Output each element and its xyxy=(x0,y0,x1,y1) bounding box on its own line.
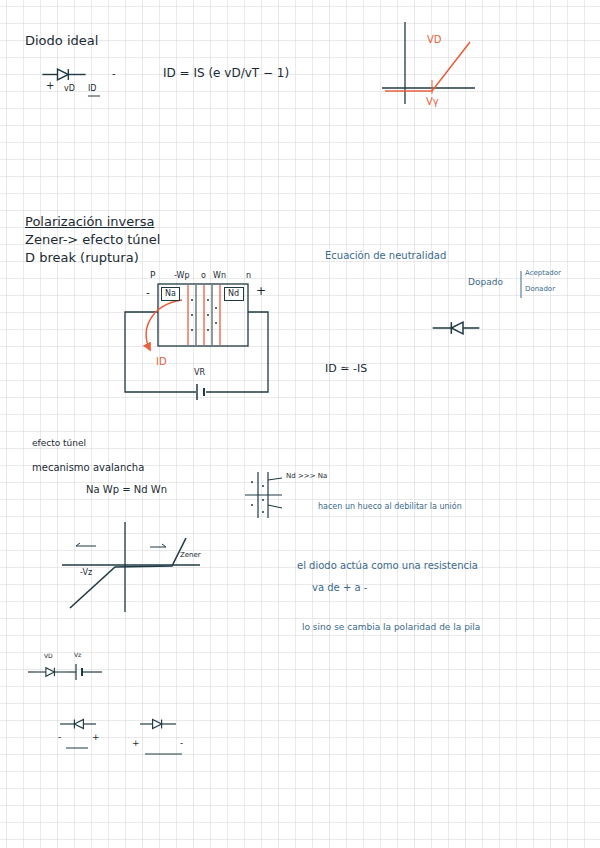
diode-symbol xyxy=(42,69,85,80)
bracket xyxy=(521,271,522,298)
note-label: Wn xyxy=(213,271,226,281)
pn-junction xyxy=(125,284,268,400)
arrow-line xyxy=(66,748,88,749)
note-label: ID ≃ -IS xyxy=(325,362,367,375)
heading: Diodo ideal xyxy=(25,33,98,49)
current-underline xyxy=(88,96,100,97)
note-label: - xyxy=(112,68,116,80)
diode-symbol xyxy=(60,720,96,729)
note-label: Vz xyxy=(74,651,81,658)
note-label: Zener-> efecto túnel xyxy=(25,232,160,248)
note-label: el diodo actúa como una resistencia xyxy=(297,560,478,572)
iv-graph xyxy=(382,22,475,104)
zener-graph xyxy=(62,522,200,612)
note-label: - xyxy=(146,286,150,299)
doping-label: Nd xyxy=(228,289,240,299)
doping-box: Na xyxy=(161,287,180,301)
note-label: Zener xyxy=(180,551,201,559)
note-label: o xyxy=(201,271,206,281)
note-label: - xyxy=(58,732,61,743)
note-label: lo sino se cambia la polaridad de la pil… xyxy=(302,622,480,633)
note-label: + xyxy=(92,732,100,743)
note-label: Polarización inversa xyxy=(25,214,154,230)
note-label: P xyxy=(150,270,155,281)
note-label: Ecuación de neutralidad xyxy=(325,250,446,262)
note-label: ID = IS (e vD/vT − 1) xyxy=(163,66,289,80)
doping-label: Na xyxy=(165,289,176,299)
note-label: ID xyxy=(88,84,97,94)
note-label: efecto túnel xyxy=(32,438,86,449)
note-label: Vγ xyxy=(426,96,439,108)
junction-sketch xyxy=(245,472,282,518)
note-label: -Vz xyxy=(80,568,92,578)
note-label: va de + a - xyxy=(312,582,367,594)
note-label: + xyxy=(132,738,140,749)
diode-symbol xyxy=(140,720,176,729)
note-label: Dopado xyxy=(468,277,503,288)
note-label: Nd >>> Na xyxy=(286,472,327,480)
note-label: mecanismo avalancha xyxy=(32,462,144,474)
note-label: hacen un hueco al debilitar la unión xyxy=(318,502,462,512)
arrow-line xyxy=(145,754,182,755)
note-label: -Wp xyxy=(174,271,190,281)
diode-symbol xyxy=(433,322,480,334)
note-label: n xyxy=(246,271,251,281)
doping-box: Nd xyxy=(224,287,244,301)
note-label: Aceptador xyxy=(525,269,561,277)
note-label: D break (ruptura) xyxy=(25,250,139,266)
note-label: Na Wp = Nd Wn xyxy=(86,484,167,496)
note-label: + xyxy=(46,80,54,92)
diode-battery-sketch xyxy=(28,664,102,680)
note-label: Donador xyxy=(525,285,555,293)
note-label: + xyxy=(256,284,266,298)
note-label: VD xyxy=(427,34,442,46)
note-label: ID xyxy=(156,356,167,368)
note-label: VR xyxy=(194,368,205,378)
note-label: - xyxy=(180,738,183,749)
note-label: vD xyxy=(64,84,75,94)
note-label: VD xyxy=(44,652,53,659)
